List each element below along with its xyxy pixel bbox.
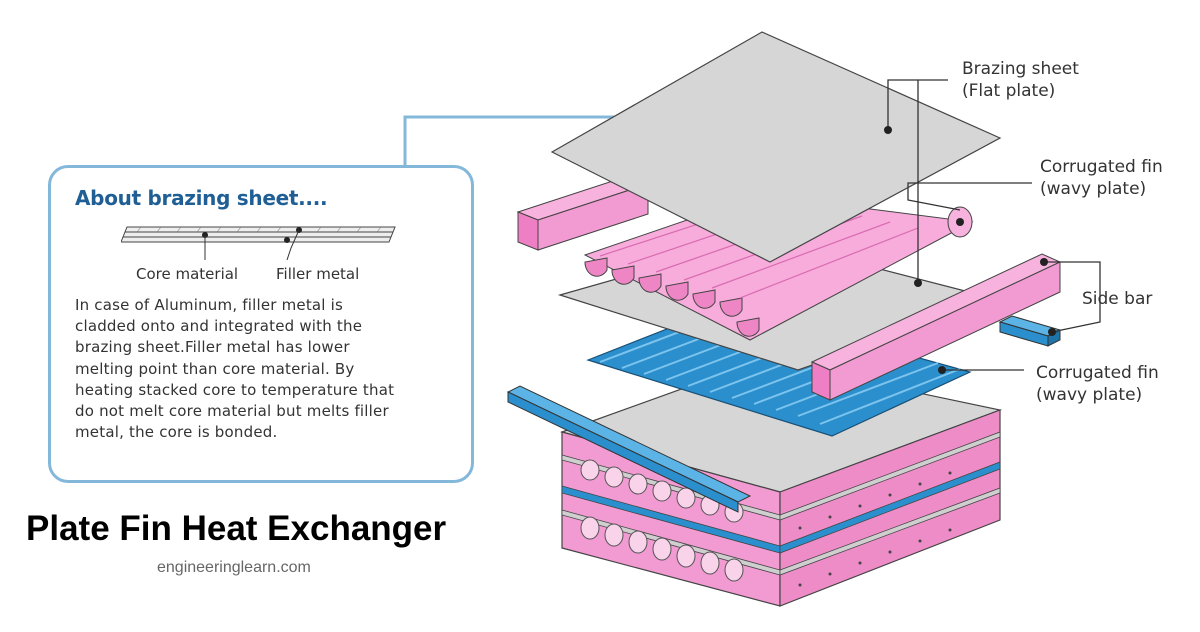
callout-line: (wavy plate) [1040,179,1147,199]
body-line: In case of Aluminum, filler metal is [75,296,344,314]
body-line: cladded onto and integrated with the [75,317,363,336]
callout-line: Side bar [1082,289,1153,309]
brazing-sheet-cross-section [121,226,396,261]
callout-line: (wavy plate) [1036,385,1143,405]
callout-line: (Flat plate) [962,81,1056,101]
callout-line: Brazing sheet [962,59,1079,79]
info-box-title: About brazing sheet.... [75,186,328,210]
pink-side-bar-right [810,253,1062,401]
body-line: melting point than core material. By [75,359,355,378]
page-title: Plate Fin Heat Exchanger [26,509,447,548]
blue-side-bar-right [998,315,1062,347]
info-box-body: In case of Aluminum, filler metal is cla… [75,295,465,443]
filler-metal-label: Filler metal [276,265,360,283]
blue-side-bar-left [506,385,752,513]
body-line: brazing sheet.Filler metal has lower [75,338,350,357]
website-credit: engineeringlearn.com [157,559,311,576]
corrugated-fin-upper-label: Corrugated fin (wavy plate) [1040,156,1163,200]
side-bar-label: Side bar [1082,288,1152,310]
callout-line: Corrugated fin [1036,363,1159,383]
info-box: About brazing sheet.... Core material Fi… [48,165,474,483]
body-line: heating stacked core to temperature that [75,380,395,399]
callout-line: Corrugated fin [1040,157,1163,177]
core-material-label: Core material [136,265,239,283]
body-line: metal, the core is bonded. [75,423,278,442]
leader-dots [884,126,1056,374]
brazing-sheet-label: Brazing sheet (Flat plate) [962,58,1079,102]
leader-lines [887,79,1101,371]
body-line: do not melt core material but melts fill… [75,402,389,421]
pink-side-bar-left [516,175,650,251]
corrugated-fin-lower-label: Corrugated fin (wavy plate) [1036,362,1159,406]
